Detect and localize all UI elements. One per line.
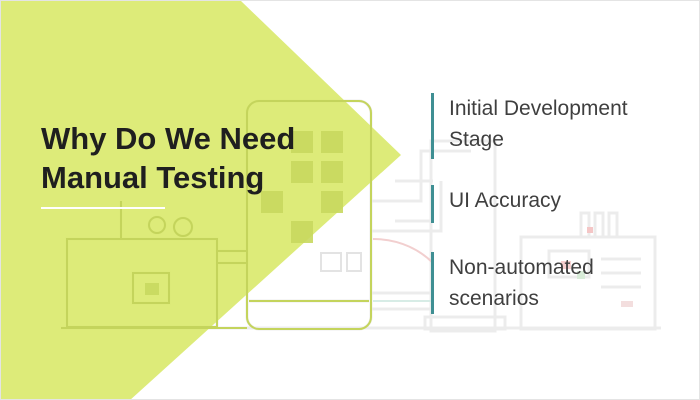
point-text: scenarios bbox=[449, 287, 539, 310]
bullet-bar bbox=[431, 93, 434, 159]
title-underline bbox=[41, 207, 165, 209]
slide-title: Why Do We Need Manual Testing bbox=[41, 119, 331, 197]
point-text: Stage bbox=[449, 128, 504, 151]
list-item: Non-automated scenarios bbox=[431, 252, 676, 314]
point-text: Initial Development bbox=[449, 97, 628, 120]
point-text: Non-automated bbox=[449, 256, 594, 279]
point-text: UI Accuracy bbox=[449, 189, 562, 212]
list-item: Initial Development Stage bbox=[431, 93, 676, 159]
bullet-bar bbox=[431, 252, 434, 314]
bullet-bar bbox=[431, 185, 434, 223]
list-item: UI Accuracy bbox=[431, 185, 676, 223]
title-line: Manual Testing bbox=[41, 160, 265, 195]
title-line: Why Do We Need bbox=[41, 121, 296, 156]
